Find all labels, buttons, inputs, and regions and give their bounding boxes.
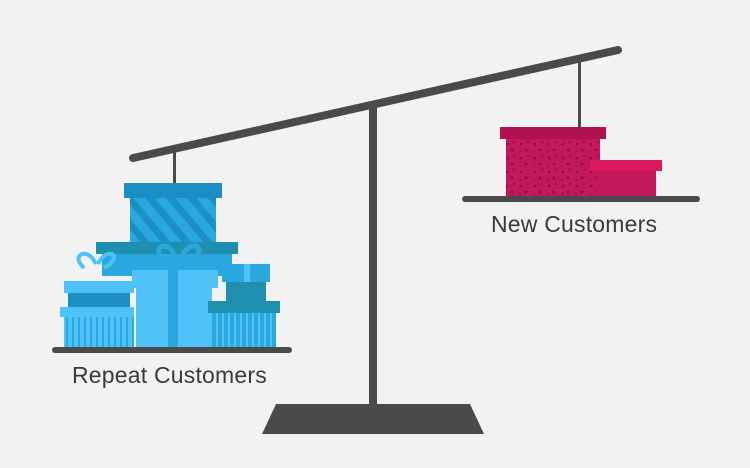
left-pan — [52, 347, 292, 353]
right-pan — [462, 196, 700, 202]
scale-base — [262, 404, 484, 434]
scale-beam — [129, 46, 622, 162]
gift-box-stack-icon — [500, 127, 662, 197]
repeat-customers-label: Repeat Customers — [72, 362, 267, 388]
left-hanger — [173, 150, 176, 186]
right-hanger — [578, 58, 581, 130]
gift-box-stack-icon — [60, 183, 280, 347]
scale-pole — [369, 106, 377, 406]
new-customers-label: New Customers — [491, 211, 658, 237]
